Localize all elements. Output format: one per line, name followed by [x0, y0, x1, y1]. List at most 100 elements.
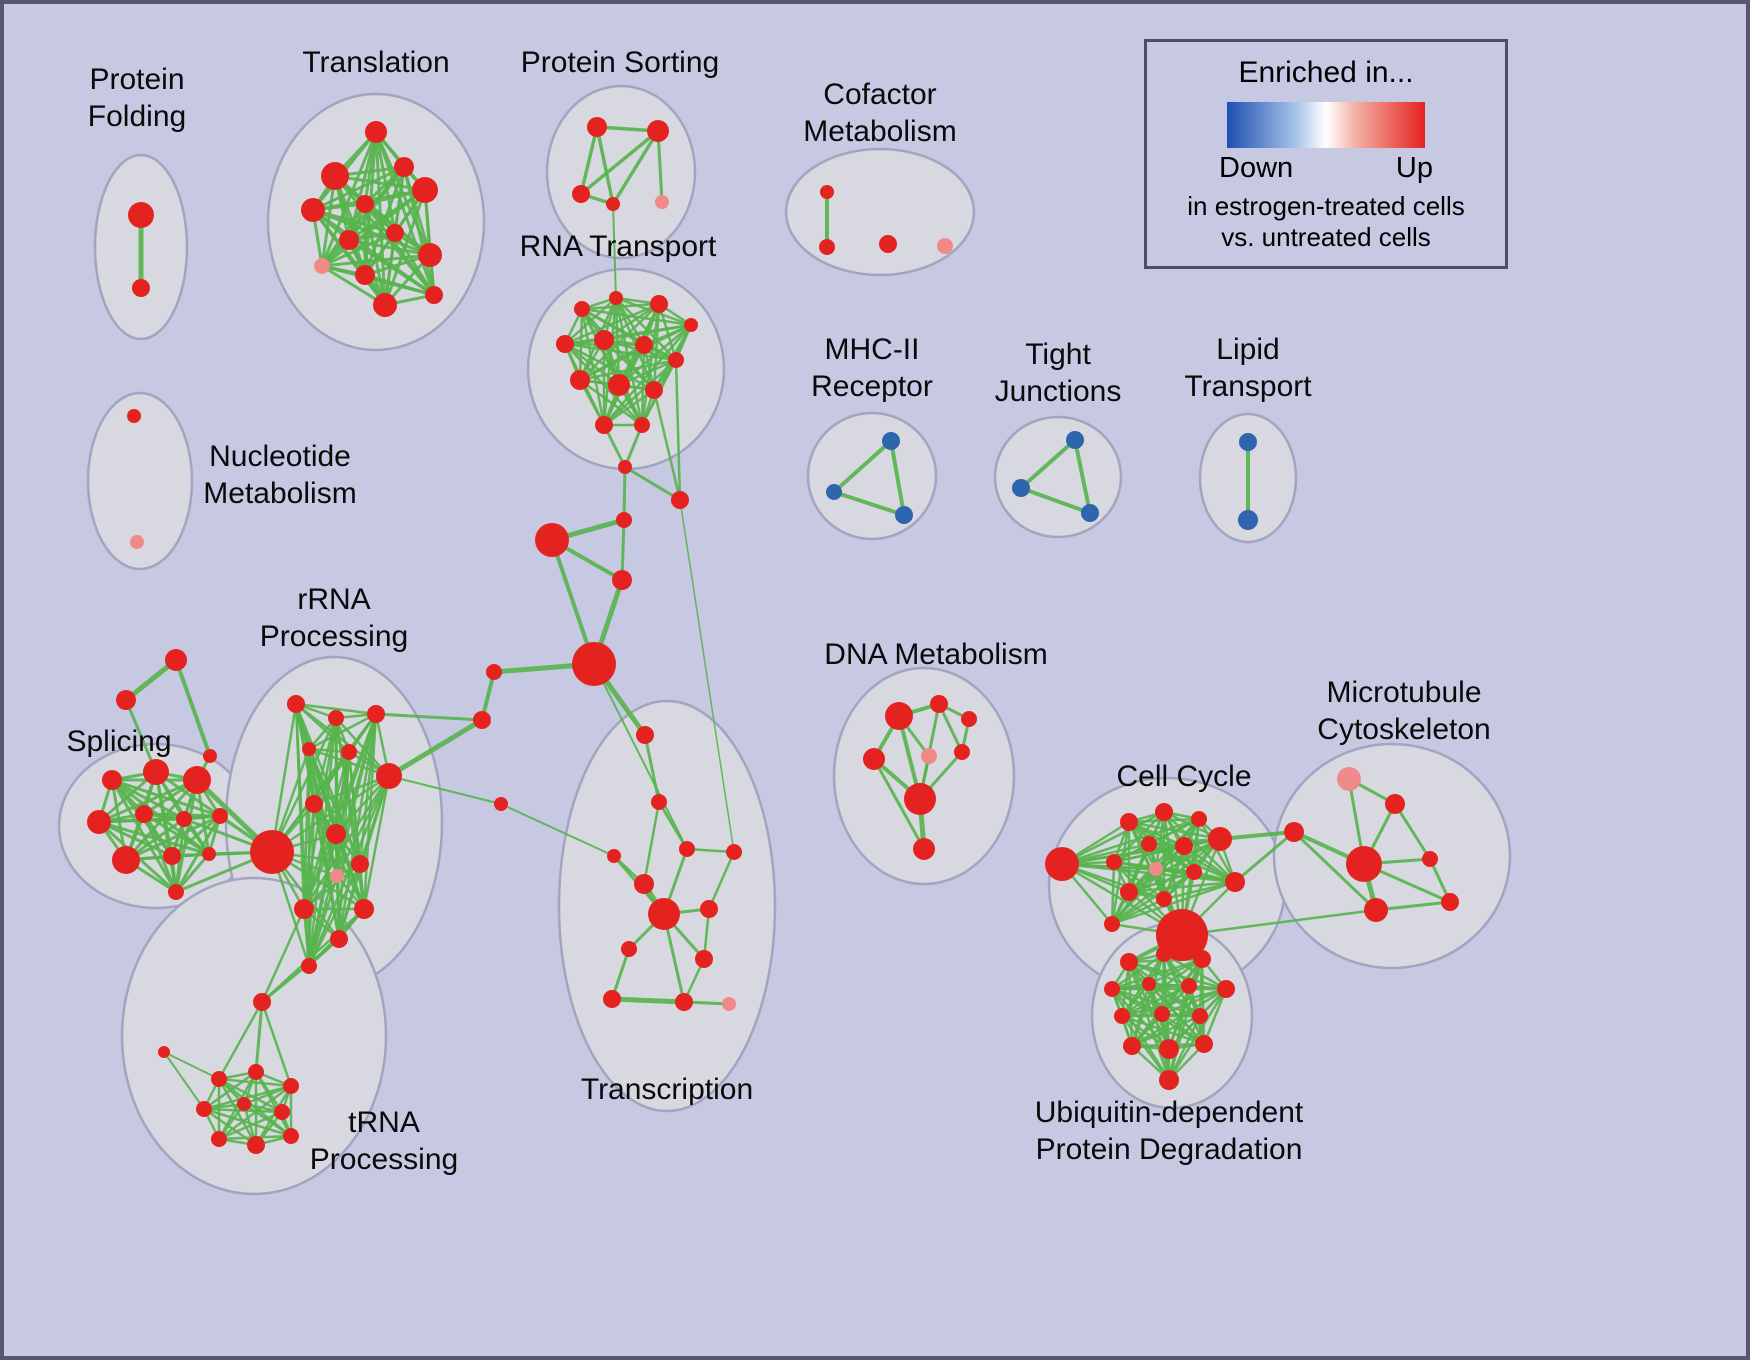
node-t2[interactable] [321, 162, 349, 190]
node-t4[interactable] [301, 198, 325, 222]
node-d7[interactable] [904, 783, 936, 815]
node-x2[interactable] [165, 649, 187, 671]
node-pf1[interactable] [128, 202, 154, 228]
node-u13[interactable] [1195, 1035, 1213, 1053]
node-t12[interactable] [373, 293, 397, 317]
node-u10[interactable] [1192, 1008, 1208, 1024]
node-rr11[interactable] [351, 855, 369, 873]
node-cc5[interactable] [1141, 836, 1157, 852]
node-cc4[interactable] [1191, 811, 1207, 827]
node-cm2[interactable] [819, 239, 835, 255]
node-sp4[interactable] [87, 810, 111, 834]
node-u6[interactable] [1181, 978, 1197, 994]
node-cc13[interactable] [1156, 891, 1172, 907]
node-u12[interactable] [1159, 1039, 1179, 1059]
node-tp4[interactable] [196, 1101, 212, 1117]
node-r7[interactable] [635, 336, 653, 354]
node-cc7[interactable] [1208, 827, 1232, 851]
node-d2[interactable] [930, 695, 948, 713]
node-tp2[interactable] [248, 1064, 264, 1080]
node-rr4[interactable] [302, 742, 316, 756]
node-rr13[interactable] [354, 899, 374, 919]
node-c1[interactable] [618, 460, 632, 474]
node-lp1[interactable] [1239, 433, 1257, 451]
node-cc2[interactable] [1120, 813, 1138, 831]
node-cc1[interactable] [1045, 847, 1079, 881]
node-sp5[interactable] [135, 805, 153, 823]
node-tp8[interactable] [247, 1136, 265, 1154]
node-t10[interactable] [355, 265, 375, 285]
node-tpl[interactable] [158, 1046, 170, 1058]
node-sp8[interactable] [112, 846, 140, 874]
node-tr1[interactable] [636, 726, 654, 744]
node-cm3[interactable] [879, 235, 897, 253]
node-tp3[interactable] [283, 1078, 299, 1094]
node-r8[interactable] [668, 352, 684, 368]
node-rr12[interactable] [294, 899, 314, 919]
node-pf2[interactable] [132, 279, 150, 297]
node-d4[interactable] [863, 748, 885, 770]
node-t9[interactable] [314, 258, 330, 274]
node-s5[interactable] [655, 195, 669, 209]
node-u11[interactable] [1123, 1037, 1141, 1055]
node-nm1[interactable] [127, 409, 141, 423]
node-t6[interactable] [412, 177, 438, 203]
node-u8[interactable] [1114, 1008, 1130, 1024]
node-rr3[interactable] [367, 705, 385, 723]
node-u7[interactable] [1217, 980, 1235, 998]
node-r5[interactable] [556, 335, 574, 353]
node-tr12[interactable] [675, 993, 693, 1011]
node-m3[interactable] [895, 506, 913, 524]
node-sp1[interactable] [102, 770, 122, 790]
node-cc12[interactable] [1225, 872, 1245, 892]
node-rr5[interactable] [341, 744, 357, 760]
node-r9[interactable] [570, 370, 590, 390]
node-r6[interactable] [594, 330, 614, 350]
node-tr5[interactable] [726, 844, 742, 860]
node-s2[interactable] [647, 120, 669, 142]
node-tp7[interactable] [211, 1131, 227, 1147]
node-tp9[interactable] [283, 1128, 299, 1144]
node-tr11[interactable] [603, 990, 621, 1008]
node-tr7[interactable] [648, 898, 680, 930]
node-tr3[interactable] [607, 849, 621, 863]
node-rr2[interactable] [328, 710, 344, 726]
node-mt3[interactable] [1284, 822, 1304, 842]
node-rr7[interactable] [250, 830, 294, 874]
node-mt4[interactable] [1346, 846, 1382, 882]
node-tp0[interactable] [253, 993, 271, 1011]
node-rr14[interactable] [330, 930, 348, 948]
node-u5[interactable] [1142, 977, 1156, 991]
node-c6[interactable] [572, 642, 616, 686]
node-r1[interactable] [574, 301, 590, 317]
node-r4[interactable] [684, 318, 698, 332]
node-u9[interactable] [1154, 1006, 1170, 1022]
node-u4[interactable] [1104, 981, 1120, 997]
node-cc11[interactable] [1120, 883, 1138, 901]
node-u2[interactable] [1156, 946, 1172, 962]
node-lp2[interactable] [1238, 510, 1258, 530]
node-sp9[interactable] [163, 847, 181, 865]
node-tp5[interactable] [237, 1097, 251, 1111]
node-mt2[interactable] [1385, 794, 1405, 814]
node-tr8[interactable] [700, 900, 718, 918]
node-mt7[interactable] [1441, 893, 1459, 911]
node-tr6[interactable] [634, 874, 654, 894]
node-tr13[interactable] [722, 997, 736, 1011]
node-s1[interactable] [587, 117, 607, 137]
node-tr10[interactable] [695, 950, 713, 968]
node-t7[interactable] [339, 230, 359, 250]
node-tj2[interactable] [1012, 479, 1030, 497]
node-cm4[interactable] [937, 238, 953, 254]
node-t8[interactable] [386, 224, 404, 242]
node-sp2[interactable] [143, 759, 169, 785]
node-t11[interactable] [418, 243, 442, 267]
node-t5[interactable] [356, 195, 374, 213]
node-r11[interactable] [645, 381, 663, 399]
node-d3[interactable] [961, 711, 977, 727]
node-cc6[interactable] [1175, 837, 1193, 855]
node-c4[interactable] [535, 523, 569, 557]
node-sp11[interactable] [168, 884, 184, 900]
node-cc10[interactable] [1186, 864, 1202, 880]
node-m2[interactable] [826, 484, 842, 500]
